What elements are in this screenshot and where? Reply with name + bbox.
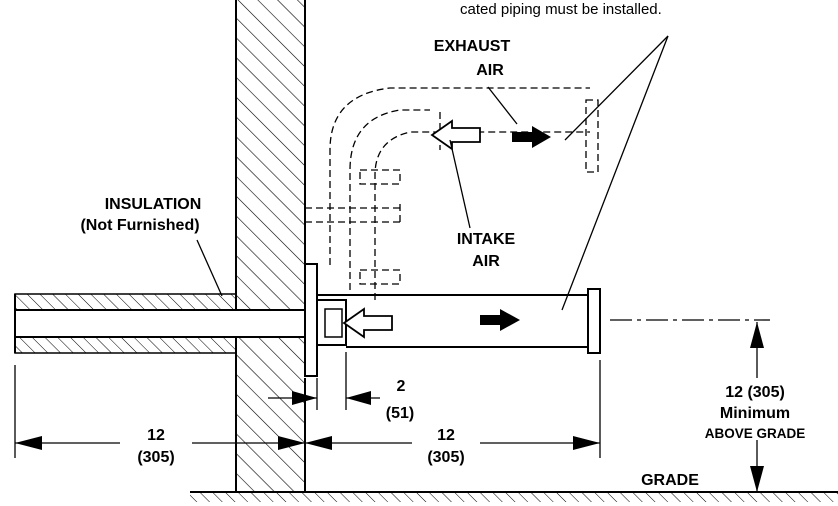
grade-label: GRADE bbox=[641, 472, 699, 489]
svg-text:12: 12 bbox=[437, 427, 455, 444]
insulation bbox=[14, 293, 305, 354]
svg-text:(Not Furnished): (Not Furnished) bbox=[80, 217, 199, 234]
svg-text:ABOVE GRADE: ABOVE GRADE bbox=[705, 426, 806, 441]
svg-text:AIR: AIR bbox=[476, 62, 504, 79]
svg-text:INSULATION: INSULATION bbox=[105, 196, 202, 213]
svg-text:INTAKE: INTAKE bbox=[457, 231, 516, 248]
leader-lines bbox=[196, 35, 669, 311]
svg-text:12 (305): 12 (305) bbox=[725, 384, 785, 401]
alternate-piping bbox=[304, 87, 599, 300]
svg-text:(51): (51) bbox=[386, 405, 414, 422]
svg-text:(305): (305) bbox=[427, 449, 464, 466]
exhaust-air-label: EXHAUST AIR bbox=[434, 38, 511, 79]
grade-line bbox=[190, 491, 838, 502]
svg-text:Minimum: Minimum bbox=[720, 405, 790, 422]
exhaust-flow-arrow-lower bbox=[480, 309, 520, 331]
wall bbox=[235, 0, 306, 492]
exhaust-flow-arrow-upper bbox=[512, 126, 551, 148]
svg-text:AIR: AIR bbox=[472, 253, 500, 270]
svg-text:12: 12 bbox=[147, 427, 165, 444]
intake-air-label: INTAKE AIR bbox=[457, 231, 516, 270]
dimension-height: 12 (305) Minimum ABOVE GRADE bbox=[705, 322, 806, 492]
intake-flow-arrow-lower bbox=[342, 307, 393, 339]
top-note: cated piping must be installed. bbox=[460, 1, 662, 18]
dimension-gap: 2 (51) bbox=[268, 378, 414, 422]
dimension-left: 12 (305) bbox=[15, 427, 305, 466]
svg-text:EXHAUST: EXHAUST bbox=[434, 38, 511, 55]
insulation-label: INSULATION (Not Furnished) bbox=[80, 196, 201, 234]
wall-plate bbox=[304, 263, 318, 377]
dimension-right: 12 (305) bbox=[305, 427, 600, 466]
termination-pipe bbox=[317, 288, 601, 354]
svg-text:(305): (305) bbox=[137, 449, 174, 466]
extension-lines bbox=[14, 352, 601, 458]
svg-text:2: 2 bbox=[397, 378, 406, 395]
intake-flow-arrow-upper bbox=[430, 119, 481, 151]
